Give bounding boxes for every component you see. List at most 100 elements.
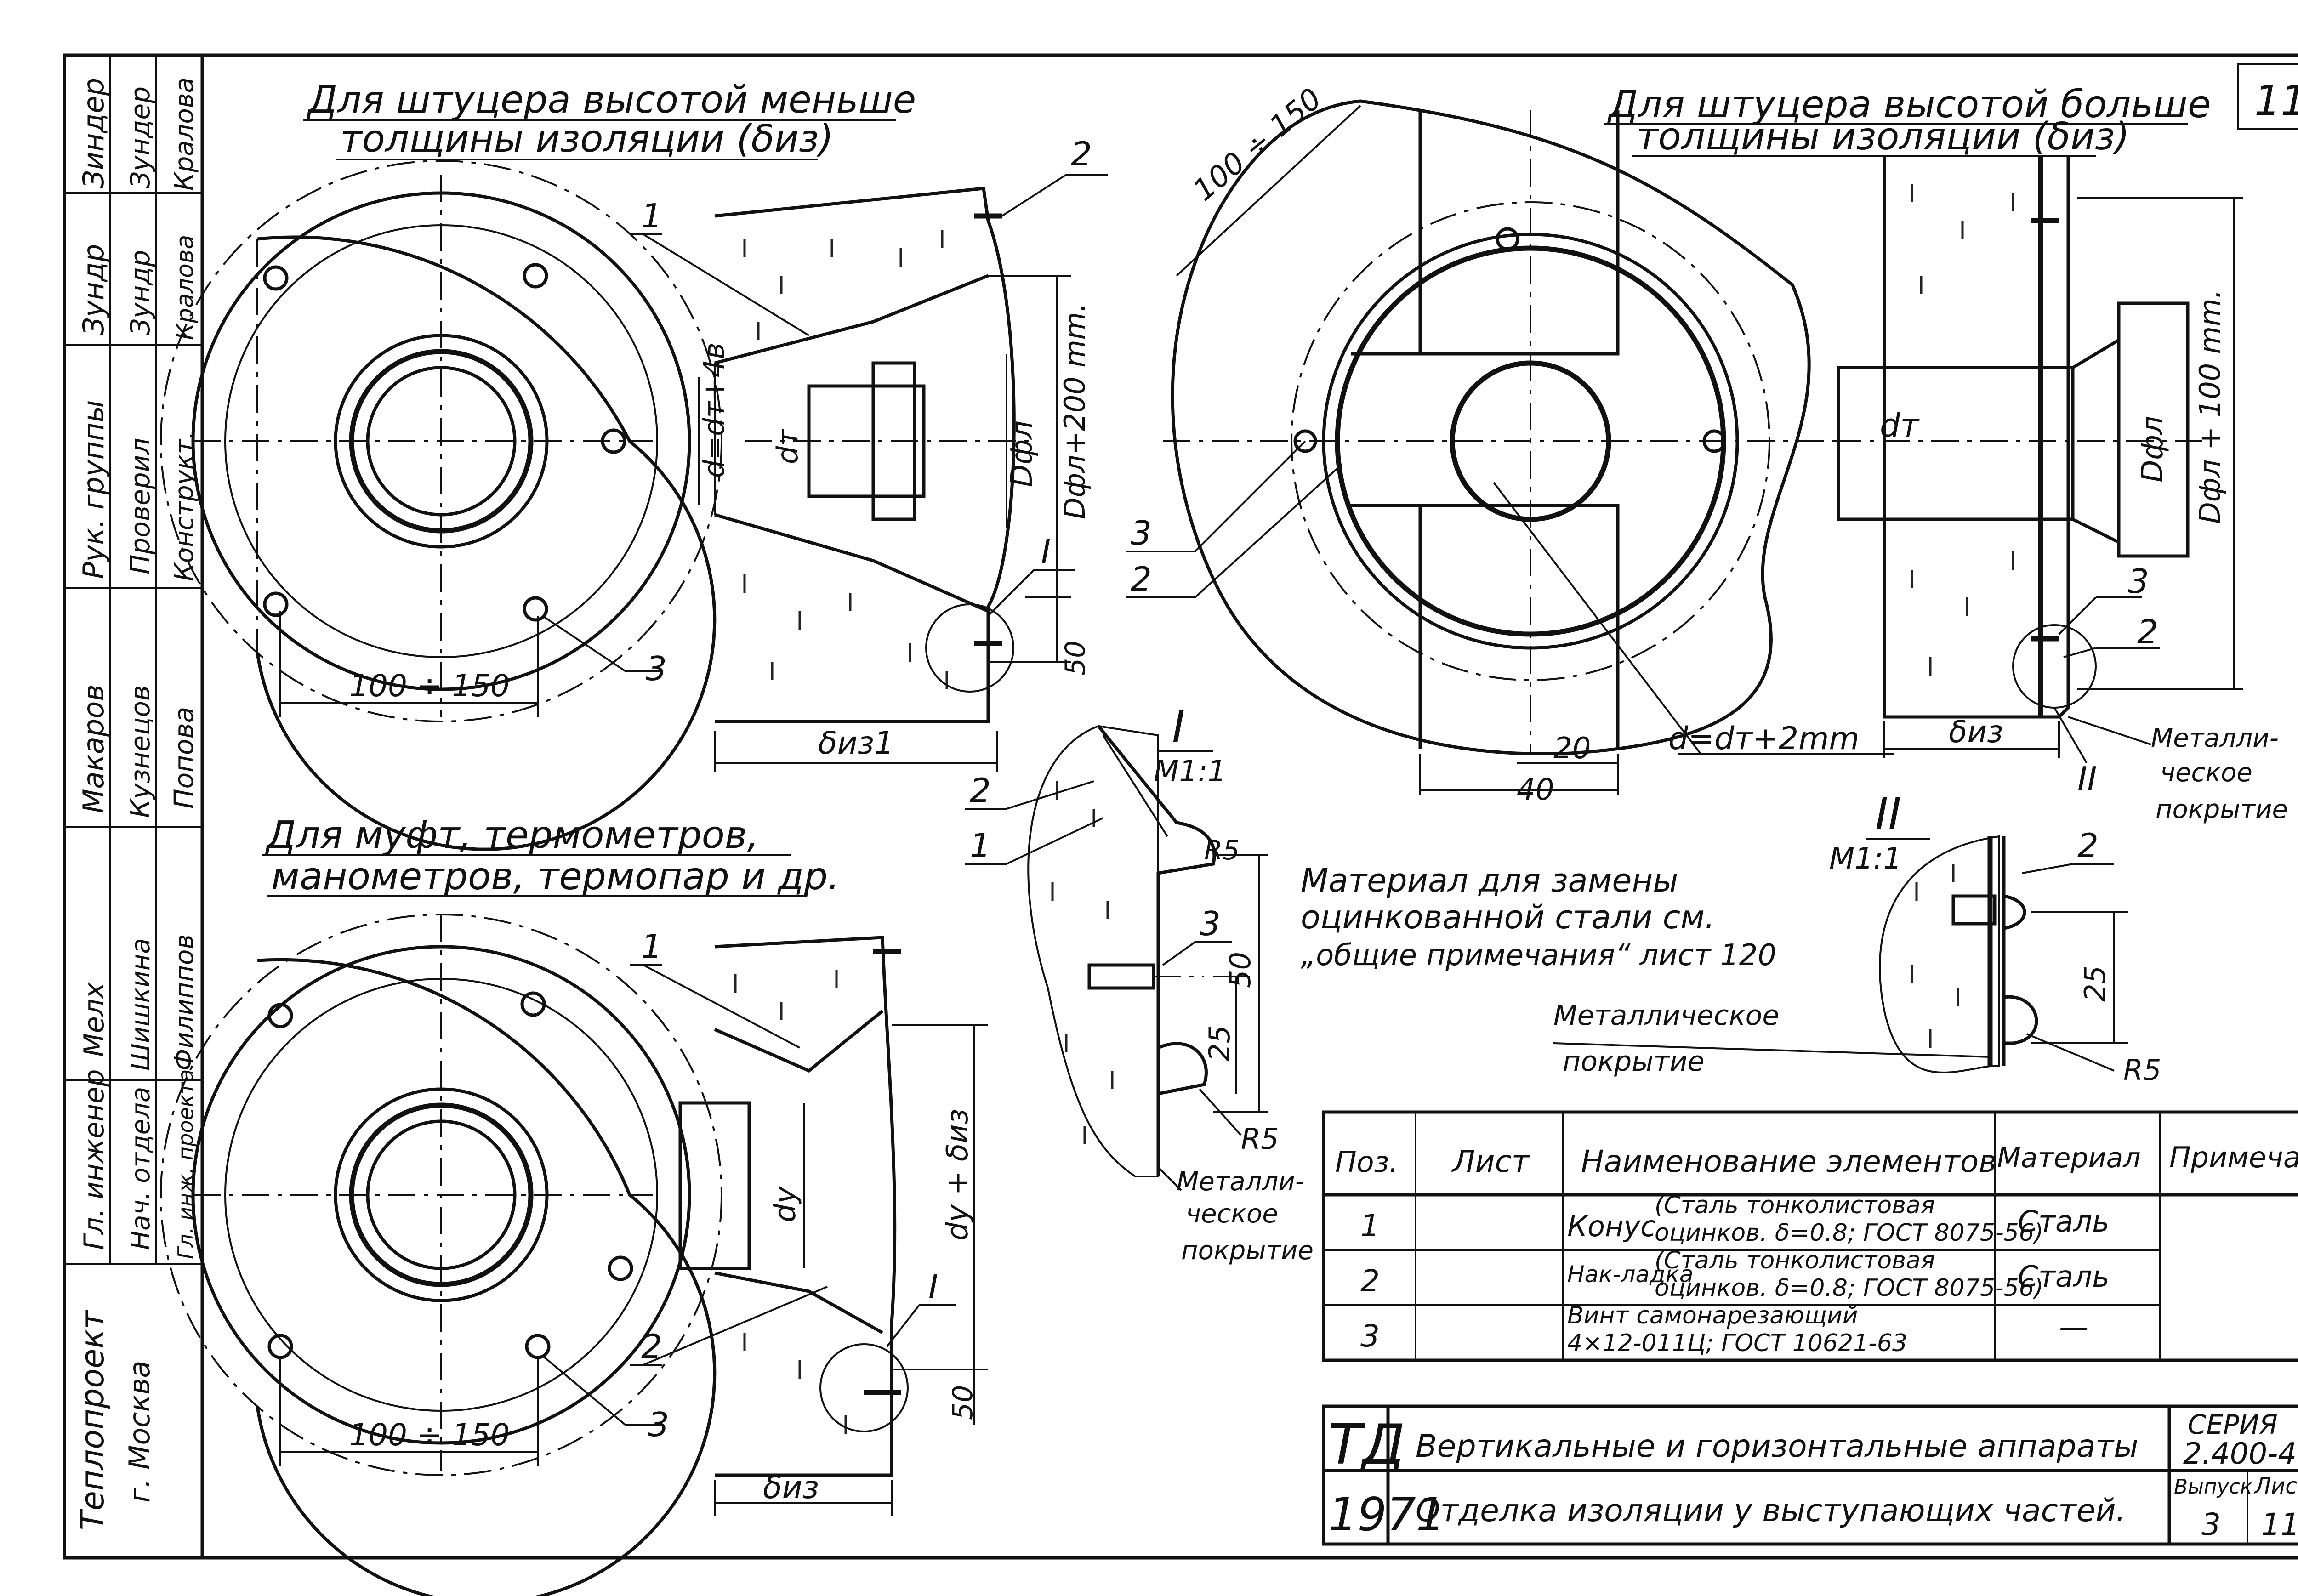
- dim-dfl-200: Dфл+200 mm.: [1058, 303, 1092, 519]
- stamp-role-6: Конструкт.: [170, 431, 199, 581]
- stamp-sign-5: Зундр: [125, 250, 156, 335]
- row2-pos: 2: [1360, 1263, 1380, 1299]
- title-middle-left-2: манометров, термопар и др.: [271, 855, 840, 898]
- stamp-org-2: г. Москва: [123, 1361, 156, 1503]
- stamp-name-3: Попова: [168, 707, 199, 809]
- dim-20: 20: [1553, 732, 1591, 766]
- detail-I-cover-2: ческое: [1186, 1199, 1278, 1229]
- tb-list-label: Лист: [2253, 1473, 2298, 1499]
- th-list: Лист: [1451, 1144, 1530, 1179]
- th-pos: Поз.: [1335, 1145, 1398, 1179]
- dim-dfl-100: Dфл + 100 mm.: [2193, 290, 2227, 524]
- dim-dt-v1: dт: [771, 429, 804, 464]
- row1-name-c: оцинков. δ=0.8; ГОСТ 8075-56): [1655, 1219, 2043, 1247]
- callout-1-v1: 1: [641, 197, 662, 235]
- view-3-section: dу + δиз 50 dу δиз 1 2 I: [630, 927, 988, 1516]
- dim-r5-detail-2: R5: [1241, 1122, 1279, 1156]
- dim-50-v1: 50: [1059, 641, 1092, 676]
- dim-thickness-3: δиз: [763, 1470, 819, 1506]
- dim-r5-detail-1: R5: [1204, 835, 1240, 866]
- corner-box: [2237, 63, 2298, 130]
- stamp-name-4: Зиндер: [77, 78, 110, 188]
- callout-3-v2s: 3: [2128, 562, 2149, 601]
- callout-2-detail-II: 2: [2077, 826, 2099, 865]
- tb-vypusk: 3: [2201, 1507, 2221, 1542]
- dim-pitch-3: 100 ÷ 150: [349, 1417, 510, 1453]
- row1-material: Сталь: [2018, 1205, 2110, 1239]
- title-top-right-1: Для штуцера высотой больше: [1607, 83, 2211, 126]
- note-line-3: „общие примечания“ лист 120: [1301, 938, 1776, 972]
- detail-II: II M1:1 2 25 R5 Металлическое покрытие: [1553, 789, 2161, 1087]
- row1-name-a: Конус: [1567, 1210, 1656, 1243]
- dim-25-detail: 25: [1203, 1025, 1236, 1062]
- stamp-name-6: Кралова: [170, 77, 199, 191]
- v2-cover-2: ческое: [2160, 758, 2252, 788]
- stamp-org-1: Теплопроект: [74, 1309, 111, 1530]
- title-top-left-2: толщины изоляции (δиз): [340, 117, 834, 161]
- stamp-sign-2: Шишкина: [126, 938, 156, 1071]
- view-2-section: Dфл + 100 mm. Dфл dт δиз 3 2 II Металли-…: [1834, 156, 2288, 824]
- dim-dfl-v1: Dфл: [1005, 420, 1039, 487]
- callout-1-detail: 1: [970, 826, 991, 865]
- th-note: Примечан.: [2169, 1141, 2298, 1174]
- callout-2-v2s: 2: [2137, 613, 2158, 651]
- dim-50-v3: 50: [947, 1385, 979, 1420]
- detail-I: I M1:1 50 25 R5 R5 2 1 3 Металли- ческое…: [965, 701, 1314, 1266]
- detail-I-label: I: [1172, 701, 1185, 753]
- stamp-role-5: Проверил: [125, 438, 156, 574]
- view-1-front: 100 ÷ 150 3: [160, 160, 722, 851]
- detail-I-cover-1: Металли-: [1177, 1167, 1304, 1197]
- dim-r5-detail-II: R5: [2123, 1053, 2161, 1087]
- callout-3-detail: 3: [1200, 904, 1221, 943]
- callout-I-v3: I: [928, 1267, 938, 1306]
- dim-d-v1: d=dт+4в: [697, 342, 731, 478]
- left-stamp: Гл. инженер Нач. отдела Гл. инж. проекта…: [64, 55, 202, 1530]
- tb-td: ТД: [1328, 1413, 1405, 1477]
- title-block: ТД 1971 Вертикальные и горизонтальные ап…: [1322, 1404, 2298, 1546]
- stamp-sign-3: Филиппов: [170, 934, 199, 1071]
- tb-series: 2.400-4: [2183, 1437, 2297, 1471]
- stamp-role-1: Гл. инженер: [78, 1069, 110, 1250]
- callout-3-v1: 3: [646, 649, 667, 688]
- stamp-name-2: Кузнецов: [125, 685, 156, 818]
- dim-thickness-1: δиз1: [818, 725, 894, 761]
- note-line-2: оцинкованной стали см.: [1301, 898, 1715, 936]
- detail-I-cover-3: покрытие: [1181, 1236, 1314, 1266]
- stamp-role-4: Рук. группы: [77, 400, 110, 579]
- dim-dy: dу: [768, 1186, 802, 1222]
- row3-material: —: [2059, 1311, 2088, 1345]
- tb-vypusk-label: Выпуск: [2174, 1475, 2252, 1499]
- row2-name-c: оцинков. δ=0.8; ГОСТ 8075-56): [1655, 1274, 2043, 1302]
- dim-dy-plus: dу + δиз: [941, 1108, 975, 1241]
- callout-1-v3: 1: [641, 927, 662, 966]
- stamp-role-2: Нач. отдела: [126, 1087, 156, 1250]
- callout-3-v3: 3: [648, 1405, 669, 1444]
- detail-II-cover-2: покрытие: [1563, 1045, 1705, 1078]
- detail-I-scale: M1:1: [1154, 755, 1226, 789]
- stamp-sign-4: Зундр: [77, 244, 110, 335]
- row2-name-b: (Сталь тонколистовая: [1655, 1247, 1935, 1274]
- tb-year: 1971: [1328, 1488, 1445, 1541]
- row2-material: Сталь: [2018, 1260, 2110, 1294]
- stamp-sign-6: Кралова: [171, 235, 199, 340]
- callout-II-v2s: II: [2077, 760, 2097, 798]
- title-top-right-2: толщины изоляции (δиз): [1636, 115, 2130, 159]
- stamp-sign-1: Мелх: [78, 982, 110, 1057]
- dim-50-detail: 50: [1223, 952, 1257, 988]
- detail-II-scale: M1:1: [1829, 842, 1902, 876]
- callout-2-v2: 2: [1131, 560, 1152, 598]
- v2-cover-3: покрытие: [2156, 795, 2288, 824]
- row3-pos: 3: [1360, 1318, 1380, 1354]
- dim-dt-v2: dт: [1880, 407, 1920, 444]
- tb-series-label: СЕРИЯ: [2188, 1409, 2278, 1440]
- callout-2-v1: 2: [1071, 135, 1092, 173]
- callout-I-v1: I: [1041, 532, 1051, 571]
- view-2-front: 20 40 100 ÷ 150 3 2 d=dт+2mm: [1126, 82, 1894, 807]
- row1-pos: 1: [1360, 1208, 1380, 1244]
- dim-40: 40: [1517, 773, 1554, 807]
- callout-2-detail: 2: [970, 771, 991, 810]
- detail-II-label: II: [1875, 789, 1901, 840]
- view-3-front: 100 ÷ 150 3: [160, 914, 722, 1596]
- stamp-name-5: Зундер: [125, 86, 156, 188]
